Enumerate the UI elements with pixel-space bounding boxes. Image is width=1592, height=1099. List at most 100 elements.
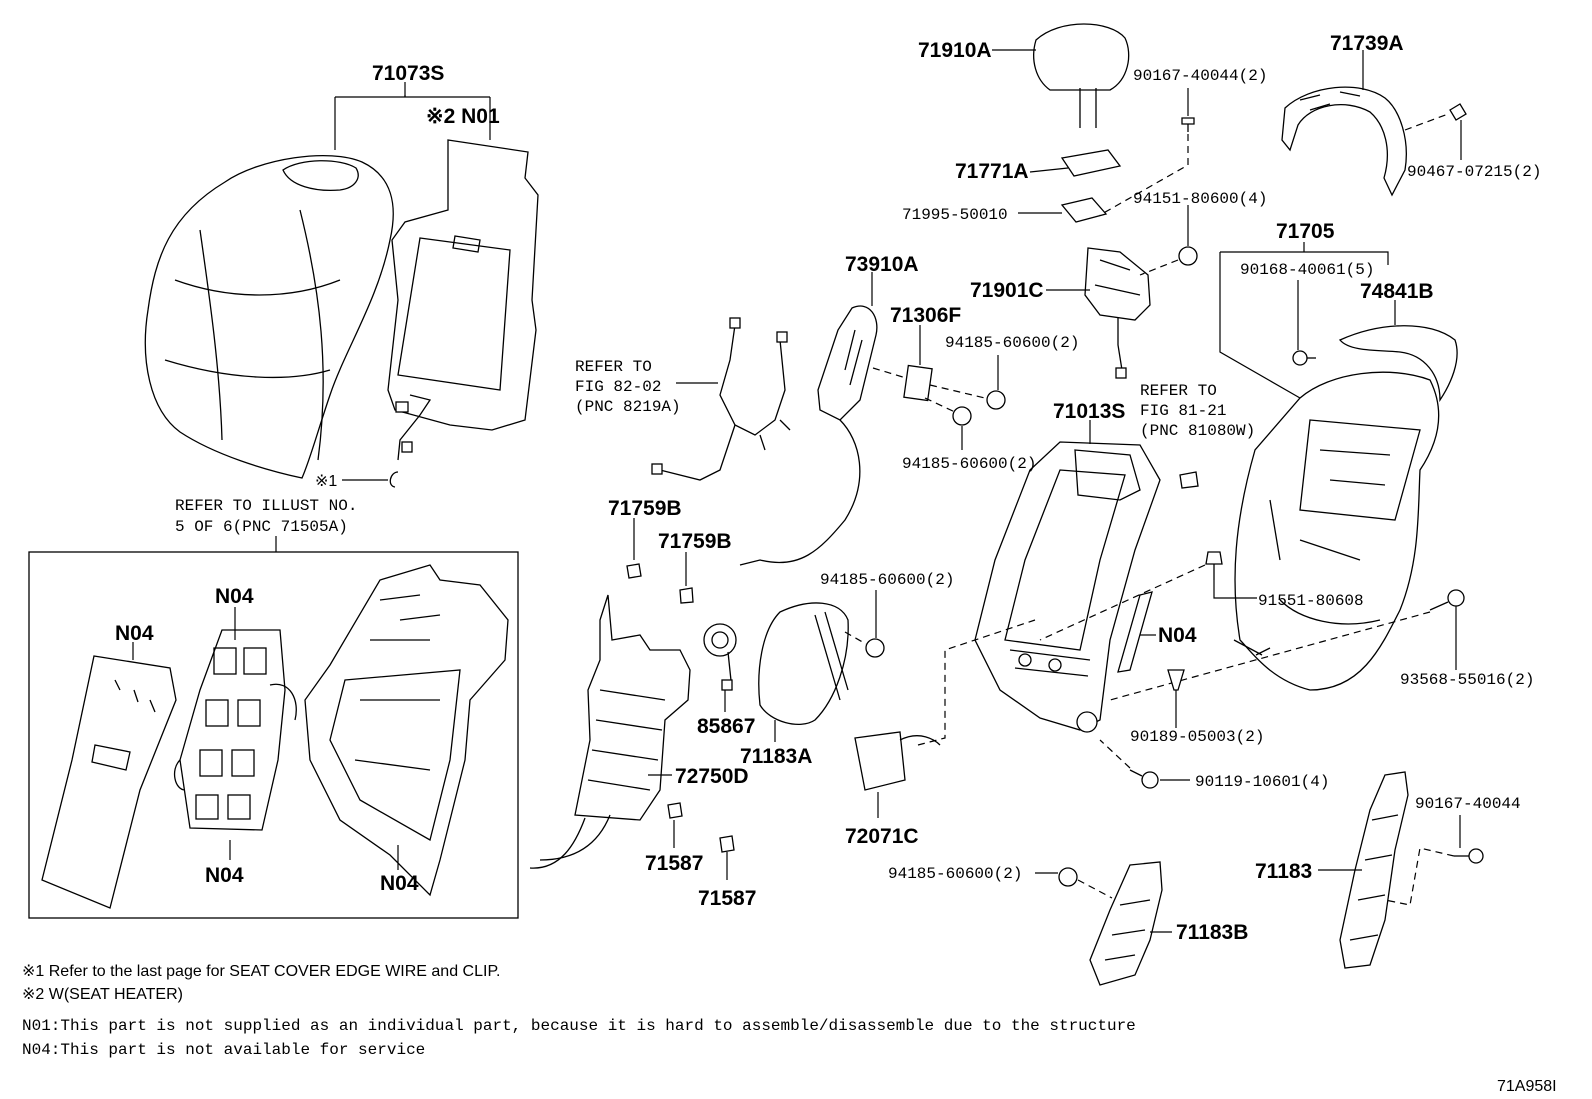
clip-icon (389, 471, 399, 488)
headrest-illustration (1033, 23, 1130, 128)
sensor-illustration (854, 731, 941, 791)
wire-ref-line2: FIG 82-02 (575, 378, 661, 396)
label-headrest[interactable]: 71910A (918, 39, 992, 62)
label-nut-4[interactable]: 94185-60600(2) (888, 865, 1022, 883)
nut-top-dash (1139, 259, 1179, 276)
side-airbag-illustration (739, 305, 878, 566)
note-4: N04:This part is not available for servi… (22, 1041, 425, 1059)
label-heater[interactable]: ※2 N01 (426, 105, 500, 128)
label-screw-top[interactable]: 90167-40044(2) (1133, 67, 1267, 85)
bolt-lower-dash (1099, 739, 1131, 769)
label-bolt-frame[interactable]: 91551-80608 (1258, 592, 1364, 610)
note-1: ※1 Refer to the last page for SEAT COVER… (22, 963, 501, 980)
label-cover-back-top[interactable]: 71739A (1330, 32, 1404, 55)
label-ornament[interactable]: 74841B (1360, 280, 1434, 303)
pad-b-shape (679, 587, 694, 604)
bolt-board-shape (1429, 589, 1465, 611)
label-stop-2[interactable]: 71587 (698, 887, 756, 910)
headrest-support-shape (1060, 149, 1122, 177)
screw-side-shape (1454, 848, 1484, 864)
label-inset-n04-a[interactable]: N04 (115, 622, 154, 645)
label-airbag[interactable]: 73910A (845, 253, 919, 276)
label-lumbar-motor[interactable]: 85867 (697, 715, 755, 738)
ornament-shape (1338, 325, 1458, 403)
wire-ref-line3: (PNC 8219A) (575, 398, 681, 416)
label-back-board[interactable]: 71705 (1276, 220, 1335, 243)
screw-upper-right-shape (1449, 103, 1467, 121)
label-n04-frame[interactable]: N04 (1158, 624, 1197, 647)
bracket-dash (872, 367, 986, 399)
label-pad-a[interactable]: 71759B (608, 497, 682, 520)
side-cover-illustration (1089, 861, 1163, 986)
label-seat-cover[interactable]: 71073S (372, 62, 444, 85)
pad-a-shape (626, 563, 642, 579)
screw-upper-right-dash (1404, 113, 1449, 131)
nut-3-shape (865, 638, 885, 658)
label-inset-n04-c[interactable]: N04 (205, 864, 244, 887)
n04-frame-shape (1117, 591, 1153, 673)
bolt-board-dash (1109, 611, 1431, 701)
cushion-side-illustration (1339, 771, 1409, 969)
label-lumbar-support[interactable]: 72750D (675, 765, 749, 788)
cover-back-top-illustration (1281, 86, 1407, 197)
label-side-cover[interactable]: 71183B (1176, 921, 1248, 944)
label-screw-side[interactable]: 90167-40044 (1415, 795, 1521, 813)
label-bolt-lower[interactable]: 90119-10601(4) (1195, 773, 1329, 791)
label-stop-1[interactable]: 71587 (645, 852, 703, 875)
nut-4-shape (1058, 867, 1078, 887)
screw-top-dash (1099, 134, 1189, 216)
label-side-pad[interactable]: 71183A (740, 745, 812, 768)
wire-harness-illustration (651, 317, 791, 481)
stop-1-shape (667, 802, 683, 819)
seat-cover-callout (334, 82, 491, 150)
nut-3-dash (844, 631, 867, 645)
label-nut-2[interactable]: 94185-60600(2) (902, 455, 1036, 473)
back-board-illustration (1233, 371, 1440, 691)
nut-4-dash (1077, 879, 1113, 899)
label-bolt-board[interactable]: 93568-55016(2) (1400, 671, 1534, 689)
lumbar-motor-illustration (703, 623, 737, 691)
bolt-lower-shape (1129, 769, 1159, 789)
label-guide[interactable]: 71995-50010 (902, 206, 1008, 224)
label-inset-n04-b[interactable]: N04 (215, 585, 254, 608)
image-id: 71A958I (1497, 1078, 1557, 1095)
inset-board-illustration (304, 564, 509, 897)
inset-box (28, 551, 519, 919)
guide-shape (1060, 197, 1108, 223)
label-pad-b[interactable]: 71759B (658, 530, 732, 553)
seat-heater-illustration (387, 139, 539, 461)
seat-cover-illustration (144, 154, 394, 479)
label-sensor[interactable]: 72071C (845, 825, 919, 848)
frame-ref-line1: REFER TO (1140, 382, 1217, 400)
label-nut-3[interactable]: 94185-60600(2) (820, 571, 954, 589)
inset-ref-line2: 5 OF 6(PNC 71505A) (175, 518, 348, 536)
frame-ref-line2: FIG 81-21 (1140, 402, 1226, 420)
label-bracket[interactable]: 71306F (890, 304, 961, 327)
inset-ref-line1: REFER TO ILLUST NO. (175, 497, 357, 515)
label-clip-frame[interactable]: 90189-05003(2) (1130, 728, 1264, 746)
label-inset-n04-d[interactable]: N04 (380, 872, 419, 895)
nut-1-shape (986, 390, 1006, 410)
label-headrest-support[interactable]: 71771A (955, 160, 1029, 183)
note-3: N01:This part is not supplied as an indi… (22, 1017, 1136, 1035)
frame-ref-line3: (PNC 81080W) (1140, 422, 1255, 440)
bracket-shape (903, 364, 933, 402)
label-nut-1[interactable]: 94185-60600(2) (945, 334, 1079, 352)
label-clip-note: ※1 (315, 473, 337, 490)
label-screw-board[interactable]: 90168-40061(5) (1240, 261, 1374, 279)
label-lock[interactable]: 71901C (970, 279, 1044, 302)
label-screw-upper-right[interactable]: 90467-07215(2) (1407, 163, 1541, 181)
bracket-dash-2 (924, 397, 956, 413)
screw-side-dash (1384, 847, 1455, 906)
label-cushion-side[interactable]: 71183 (1255, 860, 1312, 883)
bolt-frame-dash (1039, 564, 1206, 641)
clip-frame-shape (1167, 669, 1185, 691)
screw-top-shape (1181, 117, 1195, 132)
back-board-bracket (1219, 251, 1389, 399)
label-frame[interactable]: 71013S (1053, 400, 1125, 423)
bolt-frame-shape (1205, 551, 1223, 580)
sensor-dash (917, 619, 1036, 746)
label-nut-top[interactable]: 94151-80600(4) (1133, 190, 1267, 208)
lumbar-support-illustration (529, 594, 691, 869)
